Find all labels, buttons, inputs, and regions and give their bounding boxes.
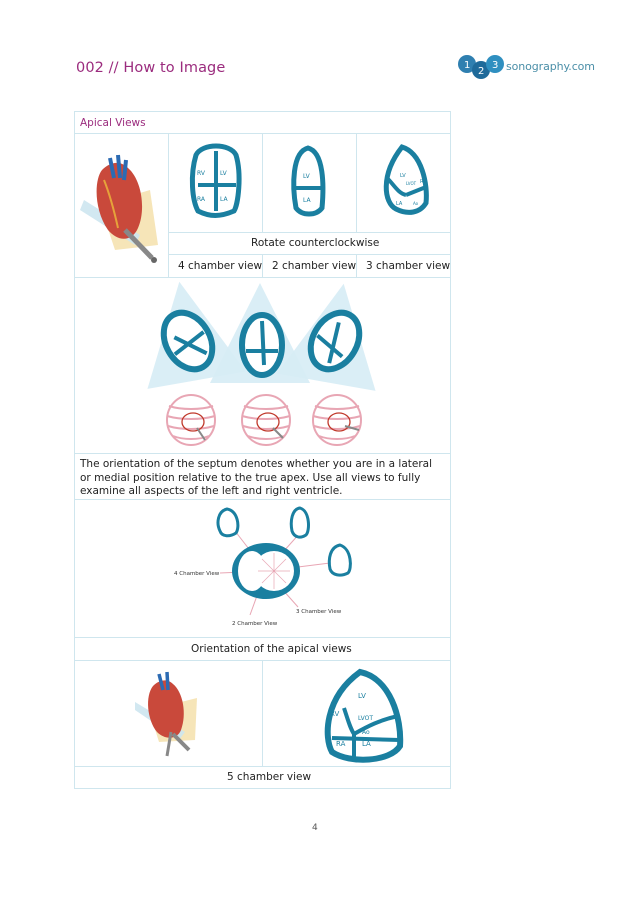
chamber-label: LV xyxy=(220,170,228,177)
col-divider xyxy=(262,133,263,232)
two-chamber-diagram: LV LA xyxy=(291,145,326,217)
chamber-label: LVOT xyxy=(406,181,417,186)
four-chamber-diagram: RV LV RA LA xyxy=(189,143,242,218)
logo-text: sonography.com xyxy=(506,60,595,73)
ultrasound-beams-illustration xyxy=(147,281,376,391)
logo-letter: 3 xyxy=(492,60,498,71)
row-divider xyxy=(74,766,451,767)
row-divider xyxy=(168,254,451,255)
col-divider xyxy=(356,133,357,232)
chamber-label: LA xyxy=(220,196,228,203)
chamber-label: Ao xyxy=(362,729,370,736)
logo-letter: 2 xyxy=(478,66,484,77)
three-chamber-diagram: LV LVOT RV LA Ao xyxy=(383,144,429,215)
ribcage-icon xyxy=(166,394,216,446)
page-number: 4 xyxy=(312,823,318,833)
chamber-label: RV xyxy=(330,710,339,718)
ribcage-icon xyxy=(241,394,291,446)
five-chamber-caption: 5 chamber view xyxy=(227,771,312,783)
row-divider xyxy=(74,277,451,278)
chamber-label: LV xyxy=(400,173,406,179)
chamber-label: RV xyxy=(420,179,427,185)
section-title: Apical Views xyxy=(80,117,146,129)
chamber-label: LV xyxy=(303,173,311,180)
chamber-label: LA xyxy=(396,201,403,207)
view-label-3-chamber: 3 chamber view xyxy=(366,260,451,272)
chamber-label: RA xyxy=(336,740,346,748)
orientation-caption: Orientation of the apical views xyxy=(191,643,352,655)
logo-letter: 1 xyxy=(464,60,470,71)
heart-transducer-illustration xyxy=(135,671,197,757)
col-divider xyxy=(262,254,263,277)
row-divider xyxy=(74,499,451,500)
ribcage-icon xyxy=(312,394,362,446)
five-chamber-diagram: LV RV LVOT Ao RA LA xyxy=(324,668,404,763)
orientation-diagram: 4 Chamber View 2 Chamber View 3 Chamber … xyxy=(174,506,352,627)
chamber-label: LA xyxy=(362,740,371,748)
row-divider xyxy=(168,232,451,233)
heart-transducer-illustration xyxy=(80,154,158,263)
apical-views-table xyxy=(74,111,451,789)
row-divider xyxy=(74,453,451,454)
col-divider xyxy=(262,660,263,766)
row-divider xyxy=(74,637,451,638)
chamber-label: LA xyxy=(303,197,311,204)
septum-orientation-paragraph: The orientation of the septum denotes wh… xyxy=(80,458,433,497)
brand-logo: 1 2 3 sonography.com xyxy=(455,50,605,86)
chamber-label: Ao xyxy=(413,201,419,206)
chamber-label: LVOT xyxy=(358,715,373,722)
col-divider xyxy=(356,254,357,277)
chamber-label: LV xyxy=(358,692,366,700)
page-title: 002 // How to Image xyxy=(76,60,226,76)
view-label-2-chamber: 2 chamber view xyxy=(272,260,357,272)
orientation-label: 4 Chamber View xyxy=(174,571,220,577)
rotate-caption: Rotate counterclockwise xyxy=(251,237,380,249)
chamber-label: RV xyxy=(197,170,206,177)
view-label-4-chamber: 4 chamber view xyxy=(178,260,263,272)
ribcage-illustrations xyxy=(166,394,362,446)
logo-circles-icon: 1 2 3 xyxy=(458,55,504,79)
orientation-label: 2 Chamber View xyxy=(232,621,278,627)
chamber-label: RA xyxy=(197,196,206,203)
orientation-label: 3 Chamber View xyxy=(296,609,342,615)
col-divider xyxy=(168,133,169,277)
